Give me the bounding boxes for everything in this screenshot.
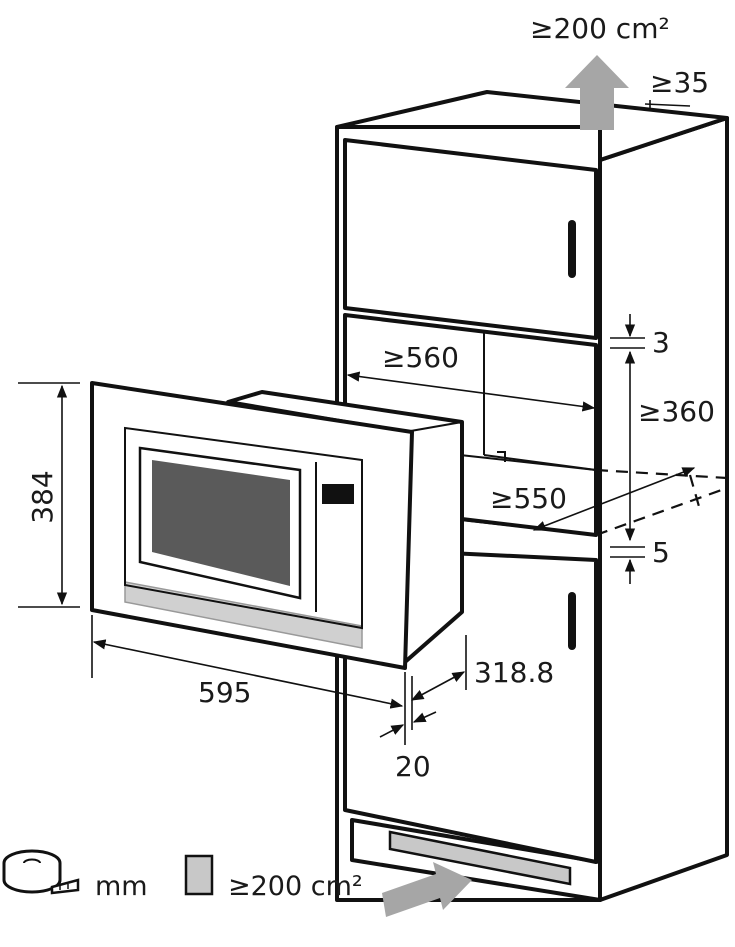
niche-width-dimension	[346, 371, 596, 412]
top-vent-area-label: ≥200 cm²	[530, 12, 670, 45]
upper-gap-dimension	[610, 314, 645, 349]
niche-height-label: ≥360	[638, 395, 715, 428]
appliance-height-dimension	[18, 382, 80, 608]
control-display	[322, 484, 354, 504]
lower-gap-label: 5	[652, 536, 670, 569]
niche-depth-label: ≥550	[490, 482, 567, 515]
appliance-width-label: 595	[198, 676, 251, 709]
appliance-height-label: 384	[26, 470, 59, 523]
niche-depth-dimension	[532, 467, 696, 531]
vent-area-legend-label: ≥200 cm²	[228, 871, 363, 902]
upper-cabinet-door	[343, 138, 598, 340]
unit-label: mm	[95, 871, 148, 902]
microwave-window	[152, 460, 290, 586]
appliance-depth-dimension	[410, 635, 467, 701]
built-in-microwave	[90, 381, 464, 670]
top-gap-dimension	[644, 100, 691, 110]
upper-gap-label: 3	[652, 326, 670, 359]
appliance-depth-label: 318.8	[474, 656, 554, 689]
measuring-tape-icon	[2, 849, 80, 895]
top-vent-arrow	[565, 55, 629, 130]
frame-depth-dimension	[379, 676, 437, 738]
appliance-width-dimension	[91, 615, 406, 745]
upper-door-handle	[568, 220, 576, 278]
vent-area-swatch	[184, 854, 214, 896]
top-gap-label: ≥35	[650, 66, 709, 99]
lower-gap-dimension	[610, 556, 645, 584]
microwave-door	[124, 426, 363, 630]
niche-width-label: ≥560	[382, 341, 459, 374]
lower-door-handle	[568, 592, 576, 650]
frame-depth-label: 20	[395, 750, 431, 783]
plinth-vent-slot	[388, 830, 572, 886]
bottom-vent-arrow	[382, 862, 472, 917]
